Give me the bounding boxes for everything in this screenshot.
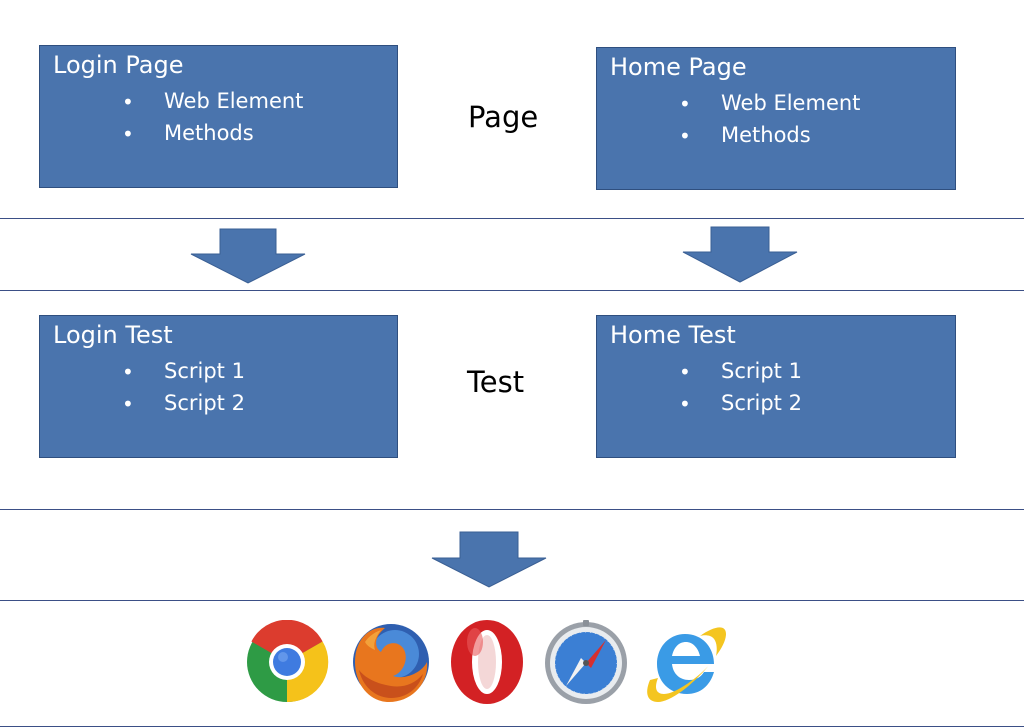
home-test-item-script-2: Script 2: [721, 391, 802, 415]
safari-icon: [545, 620, 627, 704]
bullet: •: [679, 392, 691, 416]
test-layer-label: Test: [467, 365, 525, 399]
chrome-icon: [247, 620, 329, 703]
down-arrow-left: [190, 228, 306, 284]
down-arrow-right: [682, 226, 798, 283]
home-page-box: Home Page • Web Element • Methods: [596, 47, 956, 190]
home-test-title: Home Test: [610, 321, 736, 349]
bullet: •: [122, 392, 134, 416]
login-page-box: Login Page • Web Element • Methods: [39, 45, 398, 188]
login-test-title: Login Test: [53, 321, 173, 349]
page-layer-label: Page: [468, 100, 539, 134]
login-page-title: Login Page: [53, 51, 184, 79]
login-test-box: Login Test • Script 1 • Script 2: [39, 315, 398, 458]
opera-icon: [451, 620, 523, 704]
home-page-title: Home Page: [610, 53, 747, 81]
home-test-item-script-1: Script 1: [721, 359, 802, 383]
bullet: •: [679, 92, 691, 116]
login-test-item-script-1: Script 1: [164, 359, 245, 383]
bullet: •: [679, 360, 691, 384]
bullet: •: [122, 122, 134, 146]
bullet: •: [679, 124, 691, 148]
login-page-item-methods: Methods: [164, 121, 254, 145]
firefox-icon: [353, 624, 429, 702]
login-page-item-web-element: Web Element: [164, 89, 304, 113]
internet-explorer-icon: [647, 627, 726, 702]
home-test-box: Home Test • Script 1 • Script 2: [596, 315, 956, 458]
home-page-item-methods: Methods: [721, 123, 811, 147]
bullet: •: [122, 360, 134, 384]
bullet: •: [122, 90, 134, 114]
down-arrow-center: [431, 531, 547, 588]
home-page-item-web-element: Web Element: [721, 91, 861, 115]
login-test-item-script-2: Script 2: [164, 391, 245, 415]
